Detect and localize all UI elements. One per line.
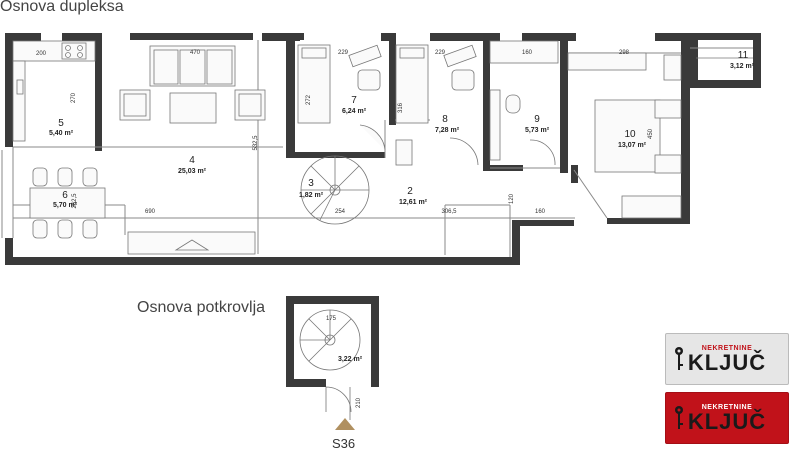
key-icon [675,406,683,429]
agency-logo-light: NEKRETNINE KLJUČ [665,333,789,385]
dimension-label: 270 [71,92,77,104]
attic-walls [286,296,379,387]
dimension-label: 298 [618,50,630,56]
attic-stair [299,309,361,420]
dimension-label: 175 [325,316,337,322]
dimension-label: 532,5 [253,135,259,151]
interior-lines [1,40,753,257]
main-floor-title: Osnova dupleksa [0,0,124,15]
dining-table [29,167,106,239]
exterior-walls [5,33,761,265]
dimension-label: 690 [144,209,156,215]
dimension-label: 470 [189,50,201,56]
living-room-furniture [119,45,266,255]
stair-mark-label: S36 [332,436,356,451]
dimension-label: 262,5 [72,193,78,209]
attic-title: Osnova potkrovlja [137,299,266,316]
dimension-label: 160 [534,209,546,215]
spiral-stair [300,155,370,225]
logo-top-text: NEKRETNINE [701,344,753,352]
bedroom-10-furniture [567,52,682,219]
dimension-label: 229 [337,50,349,56]
dimension-label: 210 [356,397,362,409]
dimension-label: 254 [334,209,346,215]
dimension-label: 120 [509,193,515,205]
dimension-label: 272 [306,94,312,106]
logo-main-text: KLJUČ [687,408,767,434]
agency-logo-red: NEKRETNINE KLJUČ [665,392,789,444]
logo-top-text: NEKRETNINE [701,403,753,411]
dimension-label: 316 [398,102,404,114]
kitchen-furniture [12,40,96,142]
dimension-label: 200 [35,51,47,57]
stair-direction-triangle [335,418,355,430]
dimension-label: 229 [434,50,446,56]
bedroom-8-furniture [395,44,479,166]
dimension-label: 160 [521,50,533,56]
dimension-label: 450 [648,128,654,140]
bedroom-7-furniture [297,44,386,151]
logo-main-text: KLJUČ [687,349,767,375]
bathroom-9-furniture [489,40,559,166]
key-icon [675,347,683,370]
dimension-label: 306,5 [441,209,457,215]
